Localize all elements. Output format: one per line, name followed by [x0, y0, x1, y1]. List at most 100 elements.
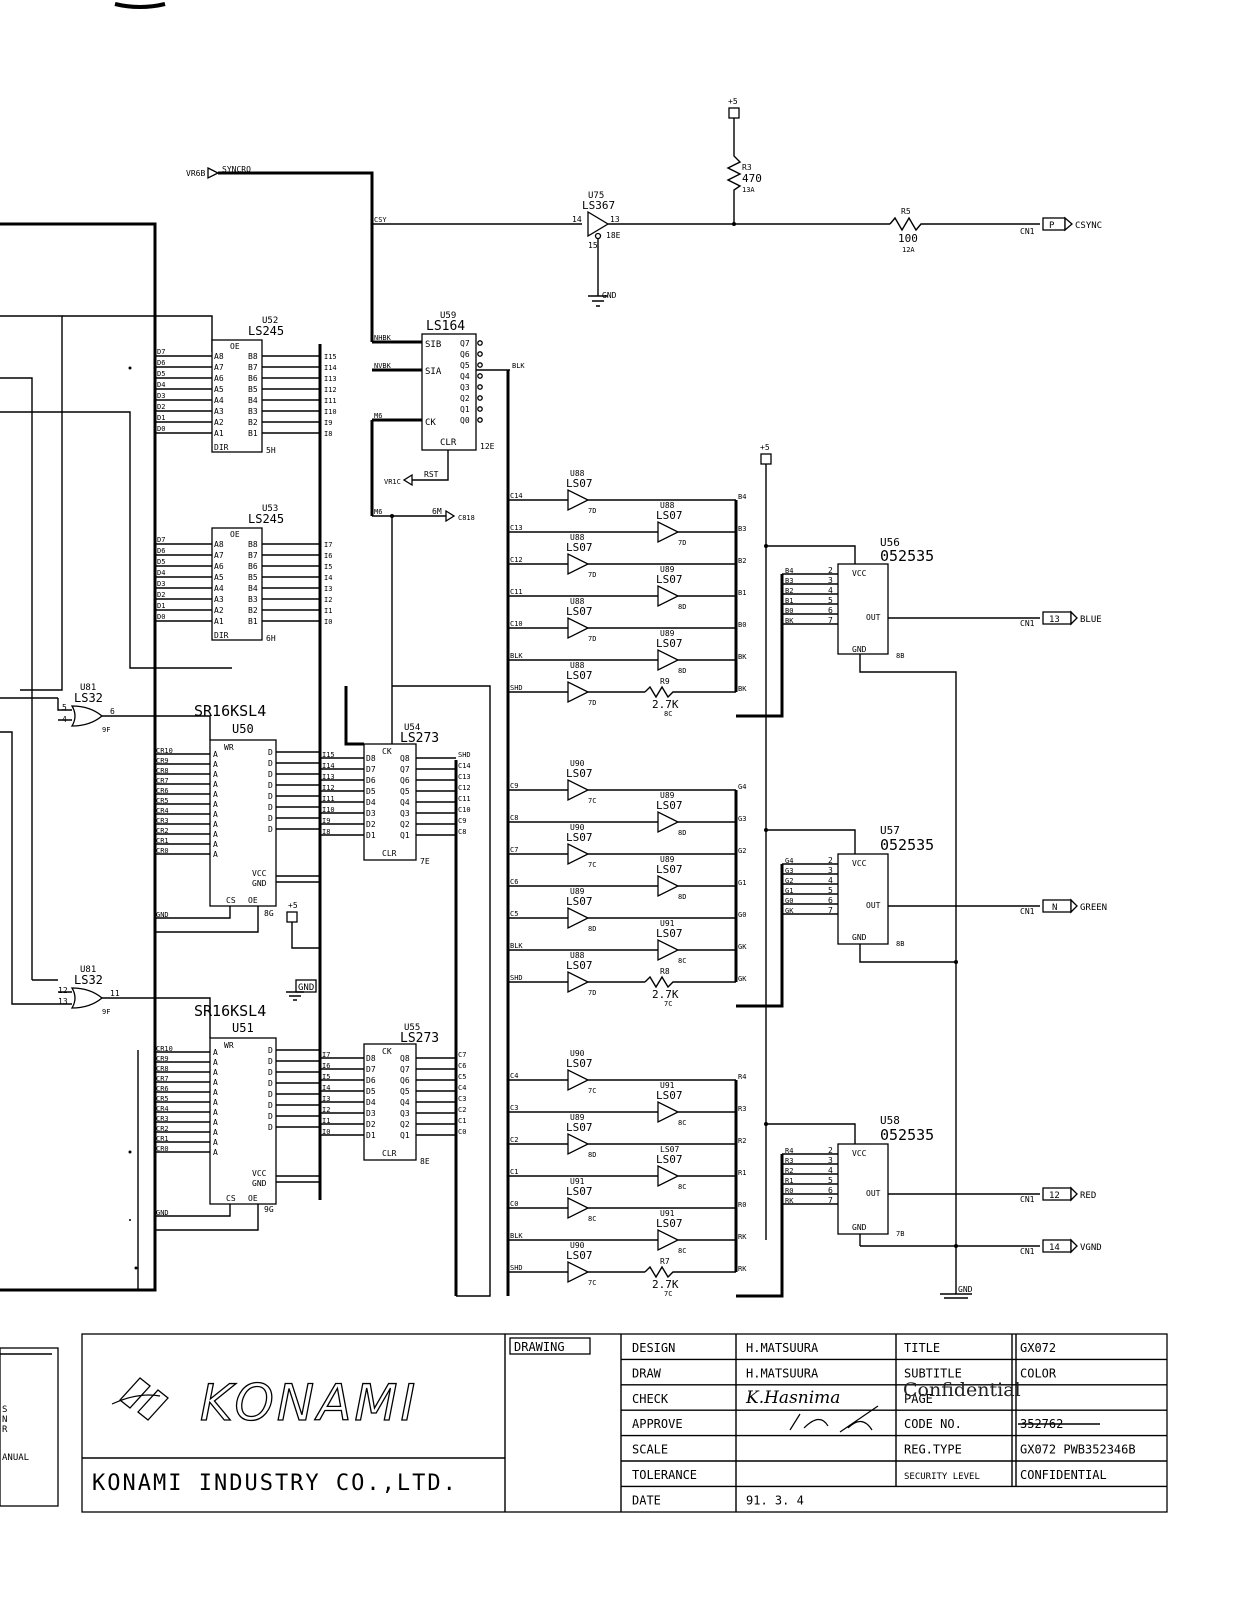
a-pin-label: A2 [214, 418, 224, 427]
bus-input-label: I3 [322, 1095, 330, 1103]
buffer-loc: 8D [678, 829, 686, 837]
konami-logo: KONAMI [111, 1373, 416, 1433]
bus-output-label: I9 [324, 419, 332, 427]
svg-text:13: 13 [58, 997, 68, 1006]
buffer-part: LS07 [656, 1089, 683, 1102]
color-input-label: BK [785, 617, 794, 625]
buffer-input-label: C0 [510, 1200, 518, 1208]
address-label: CR4 [156, 1105, 169, 1113]
title-block-value: CONFIDENTIAL [1020, 1468, 1107, 1482]
pin-number: 7 [828, 906, 833, 915]
a-pin-label: A [213, 1098, 218, 1107]
d-pin-label: D7 [366, 1065, 376, 1074]
buffer-loc: 8C [678, 1247, 686, 1255]
title-block-label: PAGE [904, 1392, 933, 1406]
svg-text:CS: CS [226, 1194, 236, 1203]
color-bus-label: C11 [458, 795, 471, 803]
margin-note-box [0, 1347, 59, 1507]
bus-input-label: I1 [322, 1117, 330, 1125]
a-pin-label: A [213, 1048, 218, 1057]
pin-number: 2 [828, 1146, 833, 1155]
a-pin-label: A7 [214, 363, 224, 372]
buffer-input-label: C14 [510, 492, 523, 500]
svg-text:OUT: OUT [866, 1189, 881, 1198]
buffer-input-label: C5 [510, 910, 518, 918]
bus-output-label: I5 [324, 563, 332, 571]
svg-text:5: 5 [62, 703, 67, 712]
svg-text:VR1C: VR1C [384, 478, 401, 486]
buffer-output-label: B2 [738, 557, 746, 565]
pin-number: 6 [828, 1186, 833, 1195]
buffer-ref: U88 [570, 597, 585, 606]
address-label: CR7 [156, 1075, 169, 1083]
pin-number: 6 [828, 606, 833, 615]
buffer-output-label: G2 [738, 847, 746, 855]
left-bus-wiring [0, 222, 232, 1292]
buffer-ref: U89 [570, 1113, 585, 1122]
svg-text:14: 14 [1049, 1243, 1060, 1253]
buffer-input-label: C10 [510, 620, 523, 628]
buffer-input-label: C11 [510, 588, 523, 596]
title-block-label: DATE [632, 1493, 661, 1507]
svg-text:8G: 8G [264, 909, 274, 918]
svg-text:P: P [1049, 221, 1055, 231]
d-pin-label: D [268, 759, 273, 768]
syncro-label: SYNCRO [222, 165, 251, 174]
svg-text:052535: 052535 [880, 547, 934, 565]
a-pin-label: A2 [214, 606, 224, 615]
svg-text:VCC: VCC [852, 859, 867, 868]
color-input-label: R0 [785, 1187, 793, 1195]
buffer-input-label: C3 [510, 1104, 518, 1112]
d-pin-label: D3 [366, 809, 376, 818]
r3-vcc-box [728, 107, 740, 119]
company-name: KONAMI INDUSTRY CO.,LTD. [92, 1471, 458, 1496]
bus-input-label: I6 [322, 1062, 330, 1070]
title-block-value: GX072 [1020, 1341, 1056, 1355]
pin-number: 5 [828, 886, 833, 895]
bus-input-label: D4 [157, 381, 165, 389]
b-pin-label: B5 [248, 385, 258, 394]
r5-value: 100 [898, 232, 918, 245]
buffer-output-label: G0 [738, 911, 746, 919]
b-pin-label: B8 [248, 540, 258, 549]
buffer-input-label: BLK [510, 1232, 523, 1240]
u81a-or-gate: U81 LS32 9F 546 [57, 683, 211, 740]
bus-input-label: I4 [322, 1084, 330, 1092]
address-label: CR3 [156, 817, 169, 825]
svg-text:VCC: VCC [852, 569, 867, 578]
svg-text:U52: U52 [262, 316, 278, 326]
svg-text:GND: GND [252, 879, 267, 888]
color-input-label: B4 [785, 567, 793, 575]
q-pin-label: Q0 [460, 416, 470, 425]
buffer-ref: U89 [660, 855, 675, 864]
b-pin-label: B6 [248, 562, 258, 571]
bus-output-label: I14 [324, 364, 337, 372]
buffer-loc: 8C [678, 1183, 686, 1191]
buffer-ref: U90 [570, 759, 585, 768]
bus-output-label: I11 [324, 397, 337, 405]
color-bus-label: C4 [458, 1084, 466, 1092]
address-label: CR7 [156, 777, 169, 785]
bus-input-label: D7 [157, 348, 165, 356]
buffer-output-label: R4 [738, 1073, 746, 1081]
color-bus-label: C0 [458, 1128, 466, 1136]
svg-text:OE: OE [230, 342, 240, 351]
d-pin-label: D [268, 1046, 273, 1055]
svg-text:N: N [1052, 903, 1057, 913]
color-bus-label: C12 [458, 784, 471, 792]
bus-output-label: I12 [324, 386, 337, 394]
svg-text:052535: 052535 [880, 1126, 934, 1144]
svg-text:+5: +5 [288, 901, 298, 910]
bus-input-label: I5 [322, 1073, 330, 1081]
d-pin-label: D8 [366, 1054, 376, 1063]
svg-text:C818: C818 [458, 514, 475, 522]
buffer-output-label: GK [738, 975, 747, 983]
d-pin-label: D8 [366, 754, 376, 763]
svg-text:7B: 7B [896, 1230, 904, 1238]
buffer-input-label: SHD [510, 1264, 523, 1272]
svg-text:11: 11 [110, 989, 120, 998]
svg-text:OUT: OUT [866, 901, 881, 910]
